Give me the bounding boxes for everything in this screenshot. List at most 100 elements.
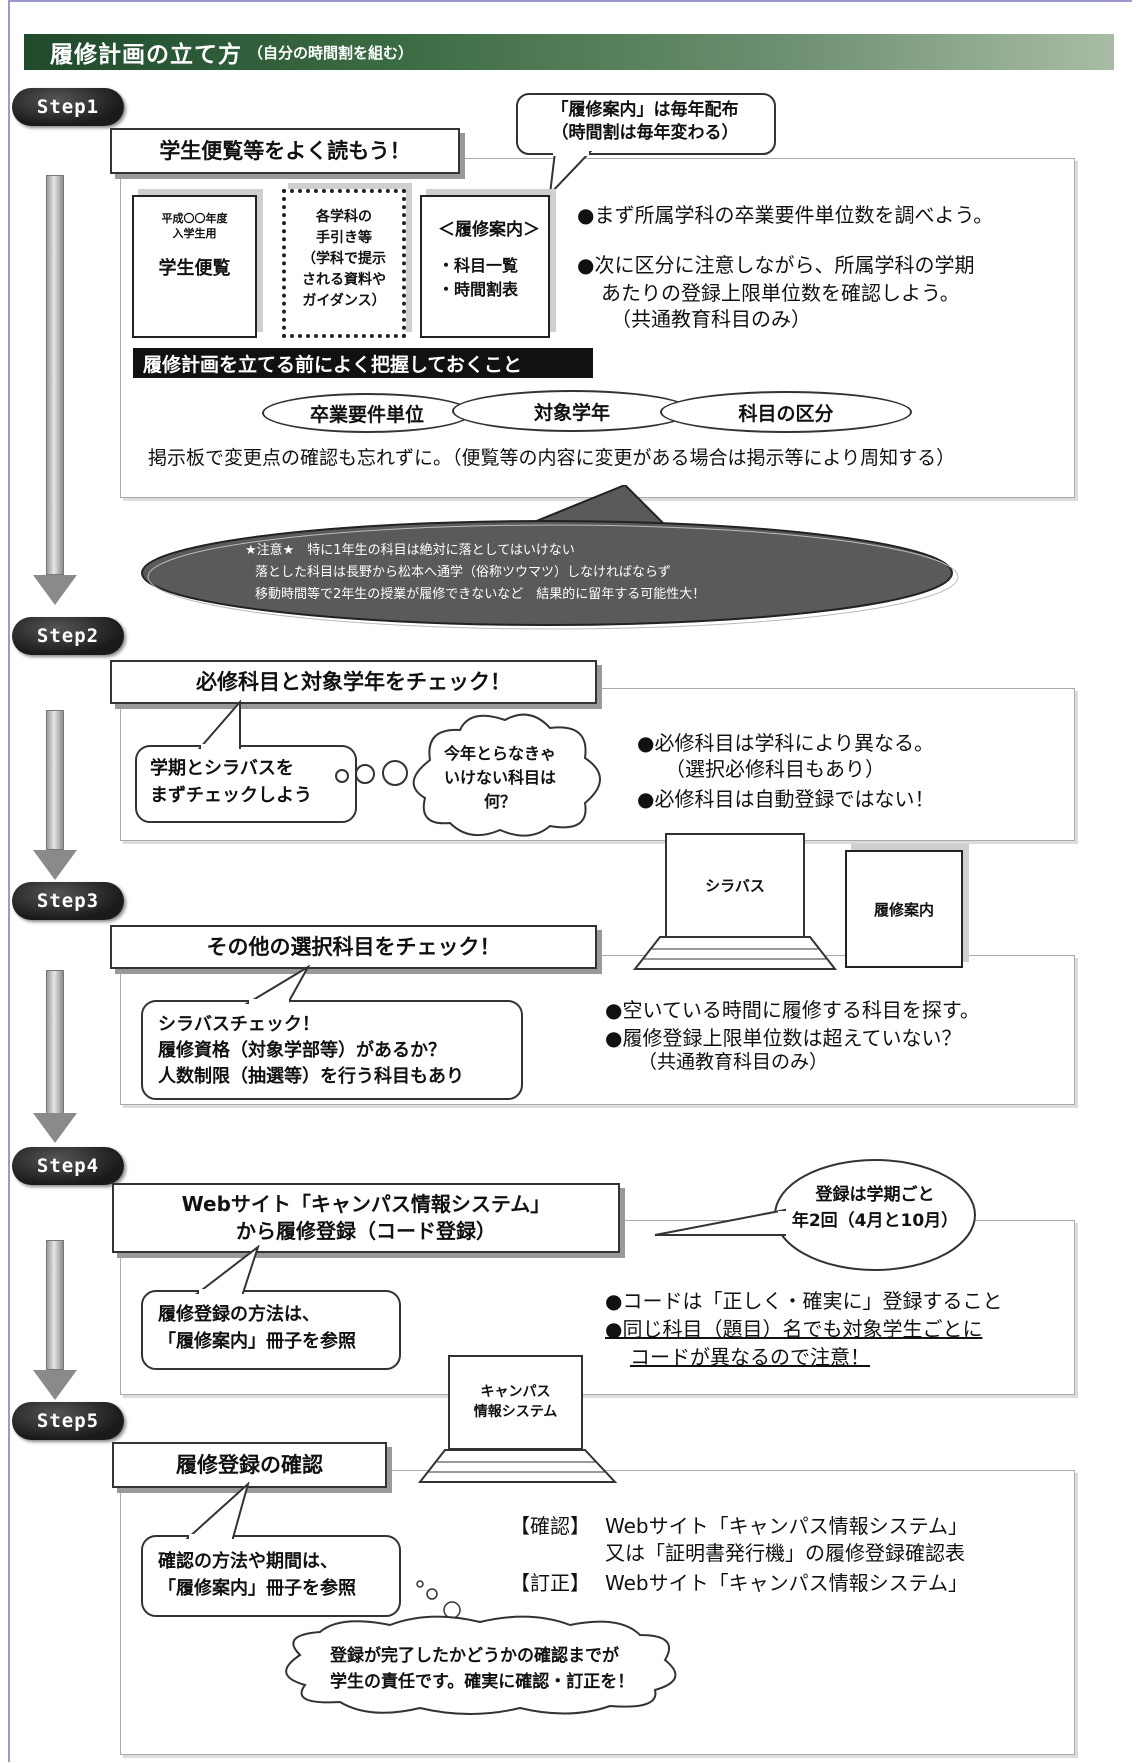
step2-thought-cloud xyxy=(335,713,601,837)
confirm-line1: Webサイト「キャンパス情報システム」 xyxy=(605,1514,969,1538)
step4-header-line2: から履修登録（コード登録） xyxy=(235,1219,496,1243)
step5-header: 履修登録の確認 xyxy=(112,1442,387,1488)
step1-bullet2-line3: （共通教育科目のみ） xyxy=(611,307,811,331)
step3-speech-line2: 履修資格（対象学部等）があるか？ xyxy=(158,1040,446,1062)
step3-speech-line1: シラバスチェック！ xyxy=(158,1014,320,1035)
syllabus-laptop-base xyxy=(632,936,838,970)
step4-speech-line2: 「履修案内」冊子を参照 xyxy=(158,1331,356,1352)
step5-speech-line1: 確認の方法や期間は、 xyxy=(158,1551,338,1572)
step5-cloud-line1: 登録が完了したかどうかの確認までが xyxy=(330,1646,619,1666)
step3-label: Step3 xyxy=(12,882,124,920)
step4-speech-bubble xyxy=(654,1159,976,1271)
handbook-title: 学生便覧 xyxy=(158,257,231,279)
warning-line1: ★注意★ 特に1年生の科目は絶対に落としてはいけない xyxy=(245,543,575,558)
step1-callout-text: 「履修案内」は毎年配布 （時間割は毎年変わる） xyxy=(520,99,770,145)
course-guide-item1: ・科目一覧 xyxy=(438,256,519,275)
step5-thought-cloud xyxy=(285,1580,677,1715)
confirm-label: 【確認】 xyxy=(510,1514,590,1538)
step5-cloud-text: 登録が完了したかどうかの確認までが 学生の責任です。確実に確認・訂正を！ xyxy=(330,1643,634,1696)
department-guide-book: 各学科の 手引き等 （学科で提示 される資料や ガイダンス） xyxy=(282,189,406,338)
confirm-line2: 又は「証明書発行機」の履修登録確認表 xyxy=(605,1541,965,1565)
step5-label: Step5 xyxy=(12,1402,124,1440)
page-title: 履修計画の立て方 xyxy=(50,42,242,68)
step1-header: 学生便覧等をよく読もう！ xyxy=(110,128,460,174)
step1-arrow-head xyxy=(33,575,77,605)
step1-label: Step1 xyxy=(12,88,124,126)
step1-arrow-shaft xyxy=(46,175,64,575)
step1-bullet2-line2: あたりの登録上限単位数を確認しよう。 xyxy=(601,281,960,305)
step5-cloud-line2: 学生の責任です。確実に確認・訂正を！ xyxy=(330,1672,635,1693)
step2-speech-text: 学期とシラバスを まずチェックしよう xyxy=(150,755,312,809)
step4-arrow-head xyxy=(33,1370,77,1400)
step2-speech-line1: 学期とシラバスを xyxy=(150,758,294,779)
correct-line1: Webサイト「キャンパス情報システム」 xyxy=(605,1571,969,1595)
warning-line2: 落とした科目は長野から松本へ通学（俗称ツウマツ）しなければならず xyxy=(255,565,671,581)
step2-speech-line2: まずチェックしよう xyxy=(150,785,312,806)
step4-bubble-line1: 登録は学期ごと xyxy=(815,1185,935,1205)
course-guide-book: ＜履修案内＞ ・科目一覧 ・時間割表 xyxy=(420,195,550,338)
step4-header-line1: Webサイト「キャンパス情報システム」 xyxy=(181,1192,551,1216)
step1-panel xyxy=(120,158,1075,498)
step5-speech-line2: 「履修案内」冊子を参照 xyxy=(158,1578,356,1599)
step1-callout xyxy=(516,93,776,197)
step4-bubble-line2: 年2回（4月と10月） xyxy=(791,1210,959,1231)
step3-speech-text: シラバスチェック！ 履修資格（対象学部等）があるか？ 人数制限（抽選等）を行う科… xyxy=(158,1012,464,1090)
page-subtitle: （自分の時間割を組む） xyxy=(248,43,414,62)
step4-bullet2-line1: ●同じ科目（題目）名でも対象学生ごとに xyxy=(605,1317,983,1341)
dept-guide-line5: ガイダンス） xyxy=(302,293,386,309)
step2-header: 必修科目と対象学年をチェック！ xyxy=(110,660,597,704)
step2-thought-line2: いけない科目は xyxy=(443,768,556,787)
dept-guide-line1: 各学科の xyxy=(316,209,372,225)
step2-bullet2: ●必修科目は自動登録ではない！ xyxy=(637,787,935,811)
step2-thought-text: 今年とらなきゃ いけない科目は 何？ xyxy=(425,742,575,814)
step3-arrow-shaft xyxy=(46,970,64,1115)
campus-laptop-line2: 情報システム xyxy=(473,1403,558,1420)
step3-bullet2-line2: （共通教育科目のみ） xyxy=(638,1051,829,1073)
step4-bullet2-line2: コードが異なるので注意！ xyxy=(630,1345,870,1369)
dept-guide-line2: 手引き等 xyxy=(316,230,372,246)
step2-arrow-shaft xyxy=(46,710,64,850)
syllabus-laptop-screen: シラバス xyxy=(665,833,805,938)
step3-speech-line3: 人数制限（抽選等）を行う科目もあり xyxy=(158,1066,464,1088)
course-guide-title: ＜履修案内＞ xyxy=(438,220,540,240)
step1-bullet1: ●まず所属学科の卒業要件単位数を調べよう。 xyxy=(577,203,994,227)
step5-speech-text: 確認の方法や期間は、 「履修案内」冊子を参照 xyxy=(158,1548,356,1602)
step2-bullet1-line1: ●必修科目は学科により異なる。 xyxy=(637,731,935,755)
step1-bullet2-line1: ●次に区分に注意しながら、所属学科の学期 xyxy=(577,253,975,277)
course-guide-booklet: 履修案内 xyxy=(845,850,963,968)
campus-system-laptop-base xyxy=(417,1449,618,1483)
warning-text: ★注意★ 特に1年生の科目は絶対に落としてはいけない 落とした科目は長野から松本… xyxy=(245,540,705,606)
step4-speech-line1: 履修登録の方法は、 xyxy=(158,1304,320,1325)
dept-guide-line3: （学科で提示 xyxy=(302,251,386,267)
step2-thought-line1: 今年とらなきゃ xyxy=(443,744,556,763)
step2-label: Step2 xyxy=(12,617,124,655)
warning-line3: 移動時間等で2年生の授業が履修できないなど 結果的に留年する可能性大！ xyxy=(255,587,706,603)
handbook-target: 入学生用 xyxy=(172,227,217,241)
oval-course-category: 科目の区分 xyxy=(660,391,912,433)
step1-callout-line1: 「履修案内」は毎年配布 xyxy=(551,100,739,120)
student-handbook-book: 平成〇〇年度 入学生用 学生便覧 xyxy=(132,195,257,338)
step2-thought-line3: 何？ xyxy=(483,792,516,811)
step3-arrow-head xyxy=(33,1113,77,1143)
step1-callout-line2: （時間割は毎年変わる） xyxy=(551,122,739,143)
step4-speech-text: 履修登録の方法は、 「履修案内」冊子を参照 xyxy=(158,1301,356,1355)
campus-system-laptop-screen: キャンパス 情報システム xyxy=(448,1355,583,1450)
warning-ellipse xyxy=(141,485,959,630)
step4-speech-box xyxy=(141,1245,401,1370)
step3-header: その他の選択科目をチェック！ xyxy=(110,925,597,969)
step2-speech-box xyxy=(135,700,357,823)
page-frame xyxy=(8,0,1132,1762)
page-title-bar: 履修計画の立て方 （自分の時間割を組む） xyxy=(24,34,1114,70)
step4-bullet1: ●コードは「正しく・確実に」登録すること xyxy=(605,1289,1003,1313)
course-guide-item2: ・時間割表 xyxy=(438,280,519,299)
step1-black-banner: 履修計画を立てる前によく把握しておくこと xyxy=(133,348,593,378)
step2-arrow-head xyxy=(33,850,77,880)
step3-bullet1: ●空いている時間に履修する科目を探す。 xyxy=(605,998,980,1022)
step5-speech-box xyxy=(141,1482,401,1617)
step4-header: Webサイト「キャンパス情報システム」 から履修登録（コード登録） xyxy=(112,1183,620,1253)
oval-target-year: 対象学年 xyxy=(452,390,692,432)
step3-speech-box xyxy=(141,965,523,1100)
step2-bullet1-line2: （選択必修科目もあり） xyxy=(665,757,885,781)
step3-bullet2-line1: ●履修登録上限単位数は超えていない？ xyxy=(605,1026,962,1050)
step4-label: Step4 xyxy=(12,1147,124,1185)
